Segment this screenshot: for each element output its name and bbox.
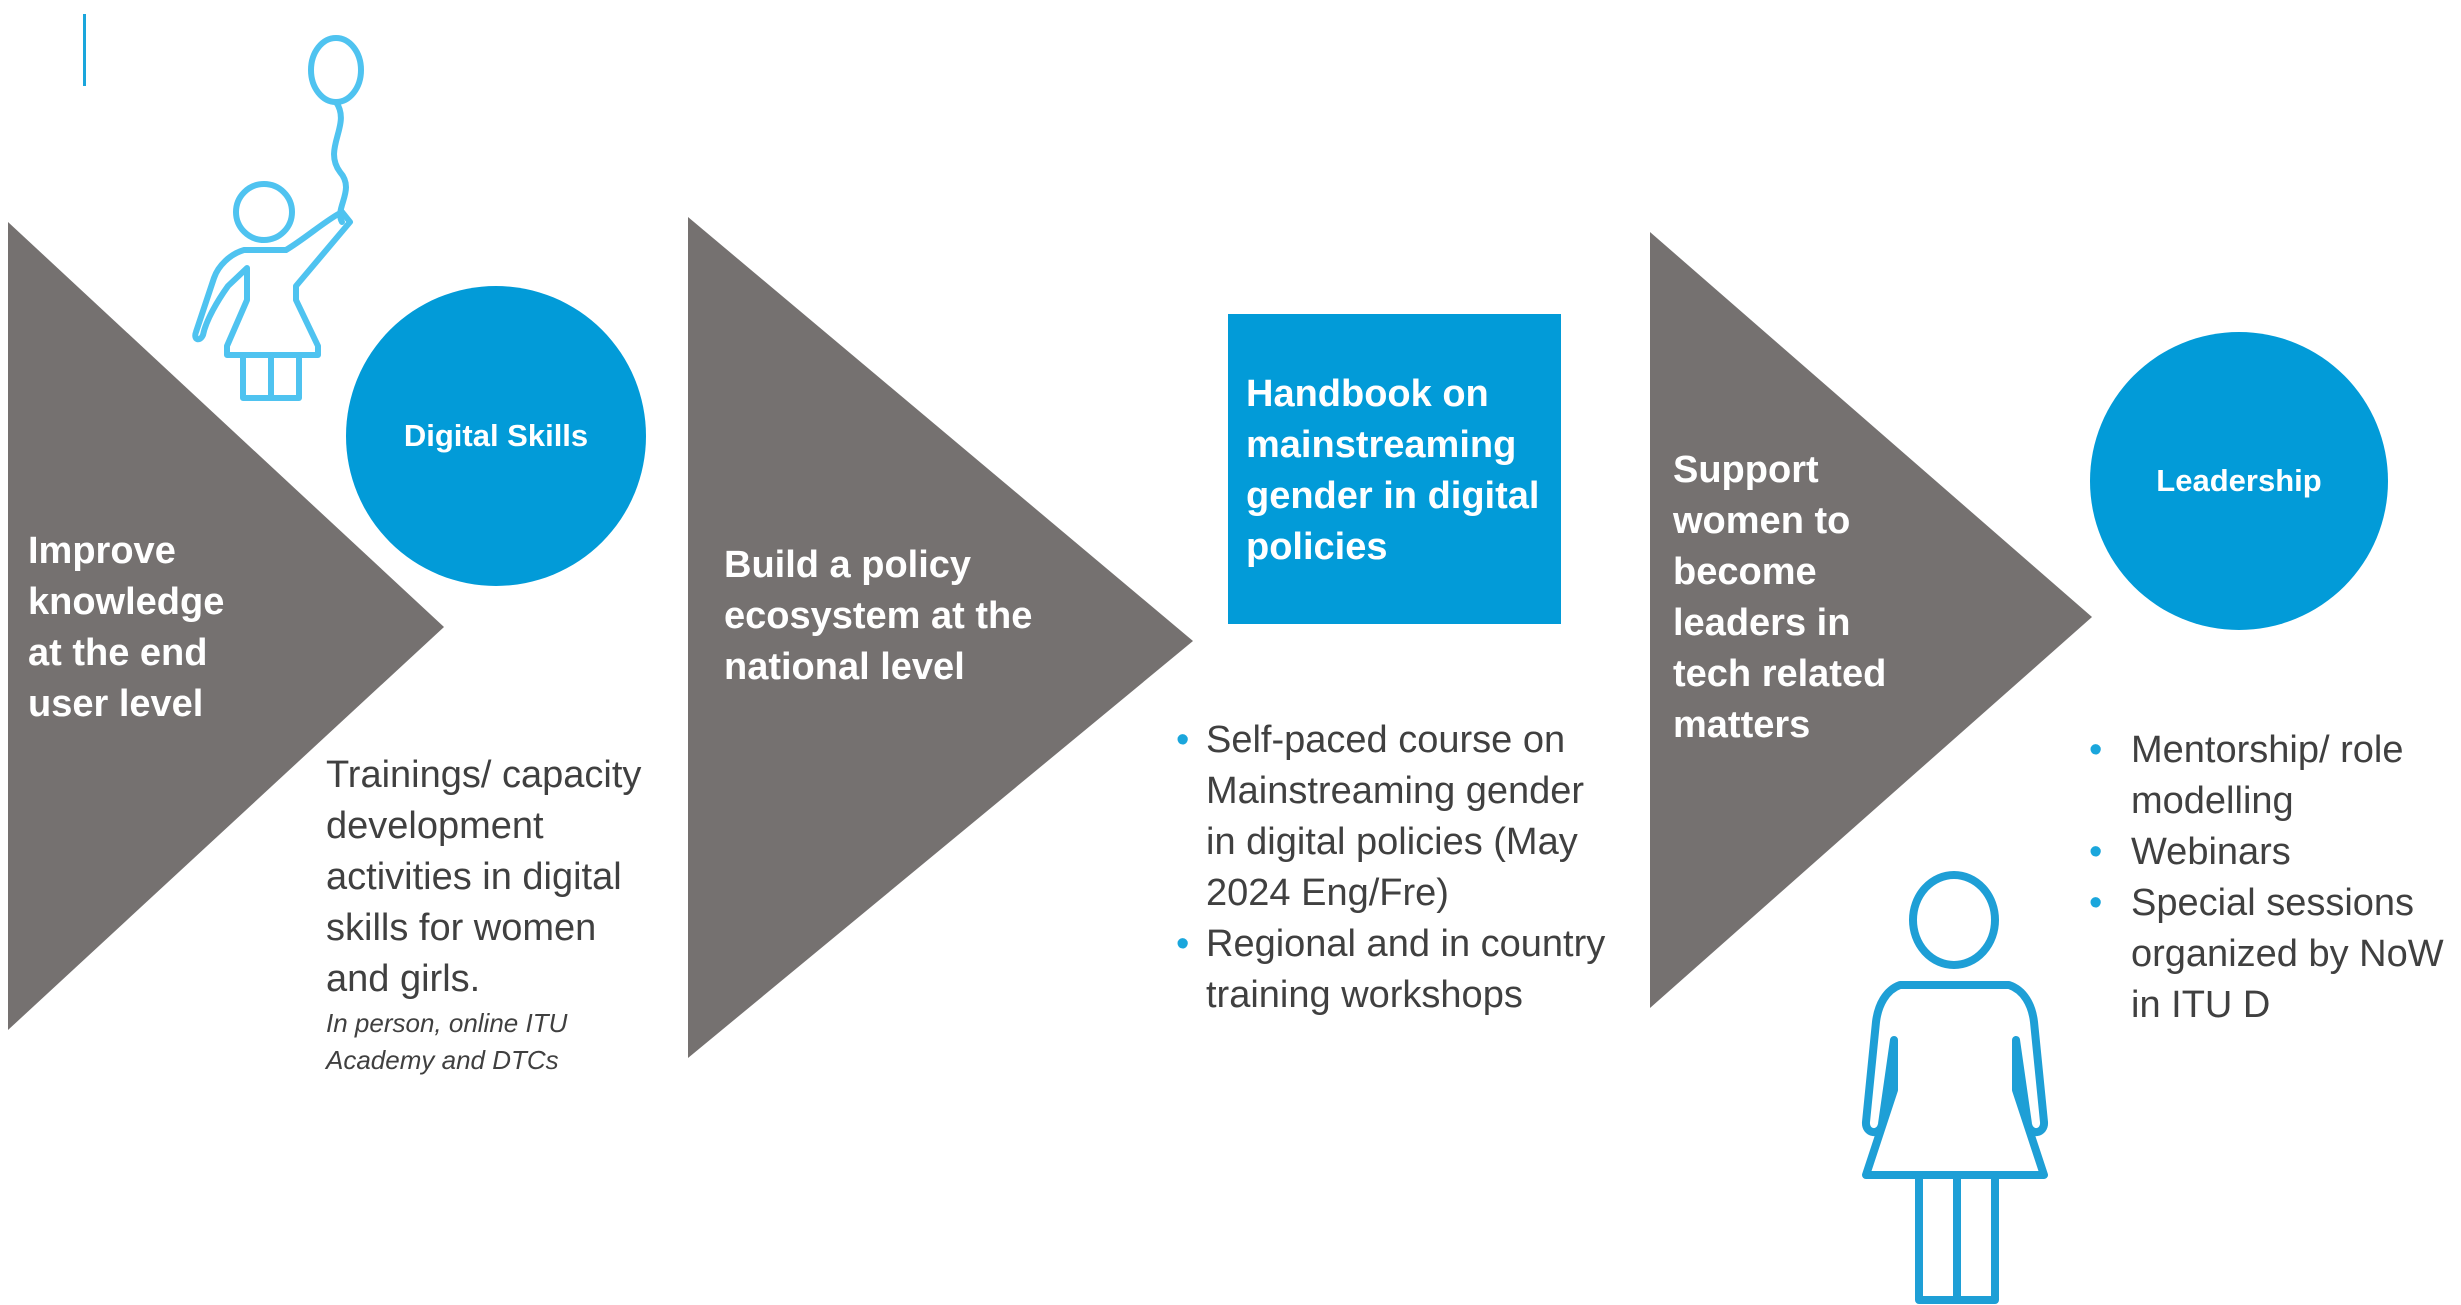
list-item: Webinars [2089,827,2449,878]
stage-1-label: Improve knowledge at the end user level [28,530,225,725]
stage-3-bullet-list: Mentorship/ role modelling Webinars Spec… [2089,725,2449,1031]
digital-skills-badge: Digital Skills [346,286,646,586]
stage-2-bullet-list: Self-paced course on Mainstreaming gende… [1176,715,1616,1021]
stage-1-note: In person, online ITU Academy and DTCs [326,1008,568,1075]
stage-2-details: Self-paced course on Mainstreaming gende… [1176,715,1616,1021]
handbook-box: Handbook on mainstreaming gender in digi… [1228,314,1561,624]
woman-icon [1862,871,2048,1304]
stage-3-label: Support women to become leaders in tech … [1673,449,1887,746]
list-item: Regional and in country training worksho… [1176,919,1616,1021]
leadership-badge: Leadership [2090,332,2388,630]
stage-3-details: Mentorship/ role modelling Webinars Spec… [2089,725,2449,1031]
list-item: Self-paced course on Mainstreaming gende… [1176,715,1616,919]
stage-1-description: Trainings/ capacity development activiti… [326,754,642,1000]
list-item: Special sessions organized by NoW in ITU… [2089,878,2449,1031]
list-item: Mentorship/ role modelling [2089,725,2449,827]
arrow-stage-2 [688,217,1193,1058]
stage-2-label: Build a policy ecosystem at the national… [724,544,1033,688]
girl-with-balloon-icon [192,35,364,401]
accent-bar [83,14,86,86]
arrow-stage-1 [8,222,444,1030]
arrow-stage-3 [1650,232,2092,1008]
